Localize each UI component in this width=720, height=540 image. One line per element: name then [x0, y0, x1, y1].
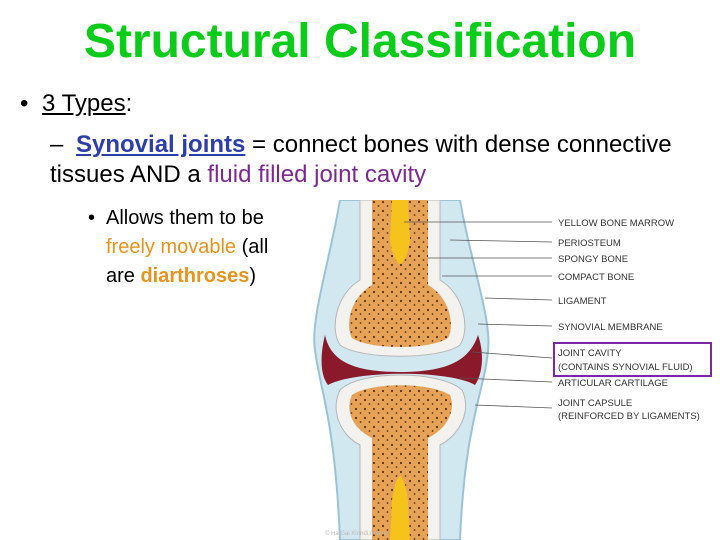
label-yellow-bone-marrow: YELLOW BONE MARROW: [558, 218, 674, 229]
label-spongy-bone: SPONGY BONE: [558, 254, 628, 265]
movable-middle: (all are: [106, 236, 269, 287]
label-ligament: LIGAMENT: [558, 296, 607, 307]
bullet-movable: • Allows them to be freely movable (all a…: [88, 204, 288, 291]
movable-suffix: ): [249, 265, 257, 287]
fluid-cavity-text: fluid filled joint cavity: [207, 161, 427, 188]
label-articular-cartilage: ARTICULAR CARTILAGE: [558, 378, 668, 389]
bullet-marker-2: •: [88, 207, 96, 229]
dash-marker: –: [50, 131, 64, 158]
types-colon: :: [125, 90, 133, 117]
synovial-joint-diagram: YELLOW BONE MARROW PERIOSTEUM SPONGY BON…: [313, 200, 712, 540]
diarthroses-term: diarthroses: [140, 265, 250, 287]
label-joint-capsule-note: (REINFORCED BY LIGAMENTS): [558, 411, 700, 422]
label-compact-bone: COMPACT BONE: [558, 272, 634, 283]
freely-movable-text: freely movable: [106, 236, 237, 258]
watermark: © Ha Gai Kinndi Anana: [325, 530, 387, 537]
movable-prefix: Allows them to be: [106, 207, 264, 229]
upper-spongy-bone: [349, 200, 451, 347]
bullet-marker: •: [20, 90, 29, 117]
upper-marrow: [390, 200, 410, 264]
label-synovial-membrane: SYNOVIAL MEMBRANE: [558, 322, 663, 333]
label-joint-capsule: JOINT CAPSULE: [558, 398, 632, 409]
types-text: 3 Types: [42, 90, 126, 117]
lower-spongy-bone: [349, 385, 452, 540]
label-joint-cavity-note: (CONTAINS SYNOVIAL FLUID): [558, 362, 693, 373]
synovial-joints-term: Synovial joints: [76, 131, 246, 158]
synovial-description: = connect bones with dense connective ti…: [50, 131, 672, 188]
joint-cavity-shape: [321, 335, 482, 385]
joint-cavity-highlight-box: [553, 342, 712, 377]
bullet-synovial: –Synovial joints = connect bones with de…: [50, 130, 690, 190]
label-joint-cavity: JOINT CAVITY: [558, 348, 622, 359]
lower-marrow: [390, 476, 410, 540]
label-periosteum: PERIOSTEUM: [558, 238, 621, 249]
bullet-types: • 3 Types:: [20, 90, 132, 118]
slide-title: Structural Classification: [83, 15, 637, 68]
